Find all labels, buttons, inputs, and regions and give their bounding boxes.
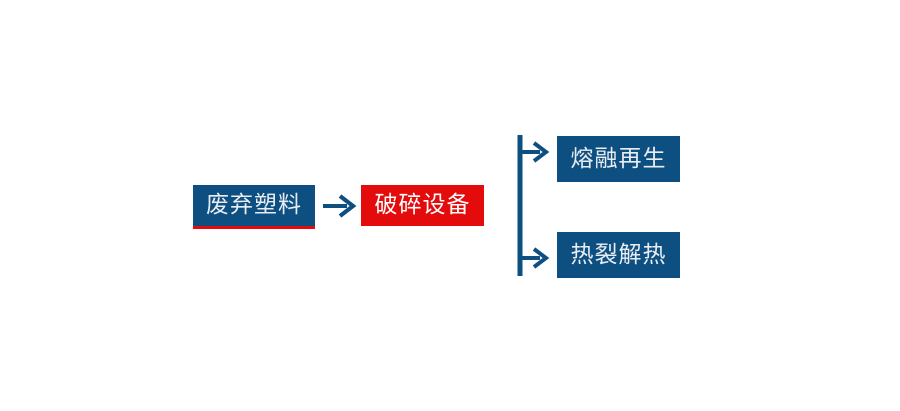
node-output-2[interactable]: 热裂解热 [557, 232, 680, 278]
node-process-label: 破碎设备 [374, 192, 471, 218]
arrow-right-icon [520, 247, 550, 269]
node-output-2-label: 热裂解热 [570, 241, 667, 268]
branch-connector [510, 128, 565, 283]
node-source-label: 废弃塑料 [206, 192, 302, 218]
node-process[interactable]: 破碎设备 [361, 185, 484, 226]
arrow-right-icon [520, 141, 550, 163]
node-output-1[interactable]: 熔融再生 [557, 136, 680, 182]
node-source[interactable]: 废弃塑料 [193, 185, 315, 229]
node-output-1-label: 熔融再生 [570, 145, 667, 172]
arrow-right-icon [322, 192, 357, 220]
